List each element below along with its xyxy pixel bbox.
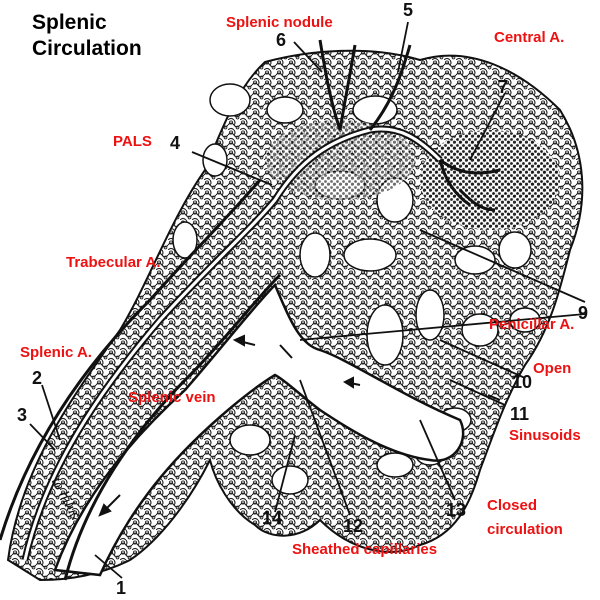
title-line-2: Circulation — [32, 37, 142, 60]
number-2: 2 — [32, 368, 43, 388]
diagram-title: Splenic Circulation — [32, 10, 142, 62]
flow-arrows — [98, 334, 501, 517]
label-splenic-artery: Splenic A. — [20, 344, 92, 361]
number-3: 3 — [17, 405, 28, 425]
central-nodule-dark — [420, 130, 560, 230]
label-sinusoids: Sinusoids — [509, 427, 581, 444]
number-1: 1 — [116, 578, 127, 598]
number-14: 14 — [262, 508, 283, 528]
number-7: 7 — [498, 77, 509, 97]
number-11: 11 — [510, 404, 530, 424]
label-penicillar-artery: Penicillar A. — [489, 316, 575, 333]
label-closed: Closed — [487, 497, 538, 514]
label-splenic-vein: Splenic vein — [128, 389, 216, 406]
title-line-1: Splenic — [32, 11, 107, 34]
number-12: 12 — [343, 516, 364, 536]
label-splenic-nodule: Splenic nodule — [226, 14, 333, 31]
splenic-vein-lumen — [53, 282, 465, 577]
number-6: 6 — [276, 30, 287, 50]
label-pals: PALS — [113, 133, 152, 150]
number-9: 9 — [578, 303, 589, 323]
leader-lines — [29, 21, 586, 579]
number-10: 10 — [512, 372, 533, 392]
label-circulation: circulation — [487, 521, 563, 538]
nodule-vessels — [318, 39, 501, 212]
number-13: 13 — [446, 500, 467, 520]
label-trabecular-artery: Trabecular A. — [66, 254, 161, 271]
label-open: Open — [533, 360, 572, 377]
label-central-artery: Central A. — [494, 29, 565, 46]
number-5: 5 — [403, 0, 414, 20]
trabecula-band — [0, 179, 262, 541]
label-sheathed-capillaries: Sheathed capillaries — [292, 541, 438, 558]
number-4: 4 — [170, 133, 181, 153]
